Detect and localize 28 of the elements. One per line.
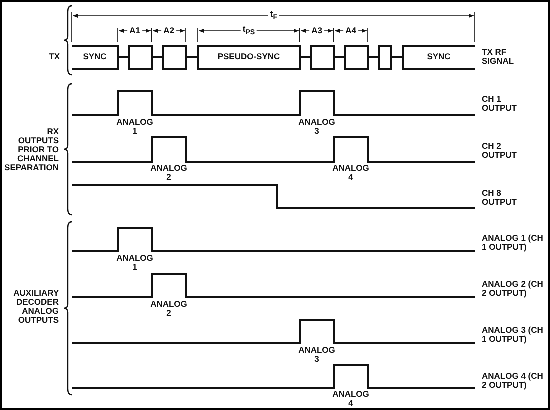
time-label: A3 — [310, 26, 324, 36]
pulse-label: ANALOG 3 — [298, 346, 336, 364]
output-label: ANALOG 2 (CH 2 OUTPUT) — [482, 280, 544, 298]
group-label: AUXILIARY DECODER ANALOG OUTPUTS — [14, 289, 59, 325]
output-label: ANALOG 4 (CH 2 OUTPUT) — [482, 372, 544, 390]
group-label: TX — [49, 52, 60, 62]
pulse-label: ANALOG 2 — [150, 300, 188, 318]
pulse-label: ANALOG 1 — [116, 254, 154, 272]
segment-label: SYNC — [81, 52, 109, 62]
output-label: CH 2 OUTPUT — [482, 142, 518, 160]
output-label: CH 1 OUTPUT — [482, 95, 518, 113]
time-label: A4 — [344, 26, 358, 36]
pulse-label: ANALOG 4 — [332, 390, 370, 408]
output-label: ANALOG 3 (CH 1 OUTPUT) — [482, 326, 544, 344]
signal-label: TX RF SIGNAL — [482, 48, 516, 66]
time-label: t$_{PS}$ — [240, 24, 258, 38]
time-label: A1 — [128, 26, 142, 36]
output-label: CH 8 OUTPUT — [482, 189, 518, 207]
group-label: RX OUTPUTS PRIOR TO CHANNEL SEPARATION — [4, 128, 59, 172]
output-label: ANALOG 1 (CH 1 OUTPUT) — [482, 234, 544, 252]
time-label: A2 — [162, 26, 176, 36]
pulse-label: ANALOG 4 — [332, 164, 370, 182]
time-label: t$_{F}$ — [268, 10, 280, 22]
segment-label: PSEUDO-SYNC — [216, 52, 282, 62]
pulse-label: ANALOG 2 — [150, 164, 188, 182]
pulse-label: ANALOG 1 — [116, 118, 154, 136]
pulse-label: ANALOG 3 — [298, 118, 336, 136]
segment-label: SYNC — [425, 52, 453, 62]
